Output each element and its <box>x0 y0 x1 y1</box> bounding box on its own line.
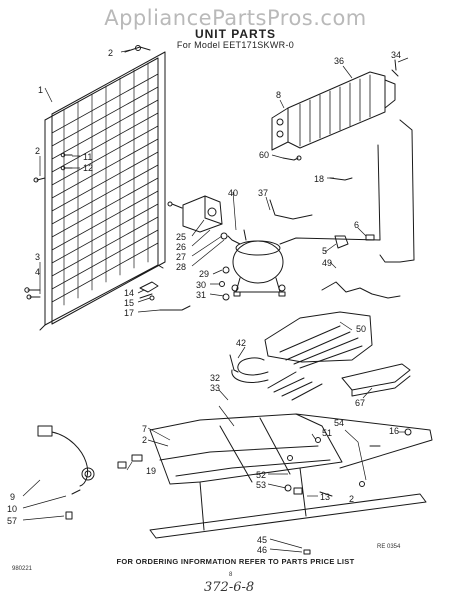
leader-lines <box>22 49 409 553</box>
compressor-grommets <box>219 232 230 301</box>
brackets-left-middle <box>139 281 191 311</box>
page-number: 8 <box>229 572 233 578</box>
callout-51: 51 <box>322 428 332 438</box>
callout-57: 57 <box>7 516 17 526</box>
callout-32: 32 <box>210 373 220 383</box>
catalog-code: 980221 <box>12 566 33 572</box>
callout-6: 6 <box>354 220 359 230</box>
callout-14: 14 <box>124 288 134 298</box>
fan-motor-assembly <box>271 59 399 151</box>
callout-3: 3 <box>35 252 40 262</box>
callout-26: 26 <box>176 242 186 252</box>
callout-29: 29 <box>199 269 209 279</box>
handwritten-note: 372-6-8 <box>204 580 255 595</box>
callout-1: 1 <box>38 85 43 95</box>
power-cord <box>37 425 95 520</box>
callout-12: 12 <box>83 163 93 173</box>
callout-7: 7 <box>142 424 147 434</box>
callout-11: 11 <box>83 152 92 162</box>
callout-31: 31 <box>196 290 206 300</box>
ordering-note: FOR ORDERING INFORMATION REFER TO PARTS … <box>116 557 355 566</box>
diagram-title: UNIT PARTS <box>194 27 277 41</box>
capillary-tube <box>269 119 415 263</box>
callout-49: 49 <box>322 258 332 268</box>
callout-9: 9 <box>10 492 15 502</box>
callout-2-frame: 2 <box>142 435 147 445</box>
base-frame <box>149 413 433 539</box>
callout-2-top: 2 <box>108 48 113 58</box>
overload-cover <box>167 195 223 233</box>
compressor <box>227 229 286 297</box>
callout-17: 17 <box>124 308 134 318</box>
callout-34: 34 <box>391 50 401 60</box>
callout-53: 53 <box>256 480 266 490</box>
callout-10: 10 <box>7 504 17 514</box>
drain-pan-heater <box>229 311 373 401</box>
callout-16: 16 <box>389 426 399 436</box>
thermostat <box>282 155 302 161</box>
callout-37: 37 <box>258 188 268 198</box>
callout-45: 45 <box>257 535 267 545</box>
callout-50: 50 <box>356 324 366 334</box>
callout-36: 36 <box>334 56 344 66</box>
callout-46: 46 <box>257 545 267 555</box>
callout-67: 67 <box>355 398 365 408</box>
callout-18: 18 <box>314 174 324 184</box>
diagram-ref-code: RE 0354 <box>377 544 401 550</box>
callout-52: 52 <box>256 470 266 480</box>
model-subtitle: For Model EET171SKWR-0 <box>176 40 295 50</box>
callout-13: 13 <box>320 492 330 502</box>
callout-42: 42 <box>236 338 246 348</box>
tube-cap <box>334 235 349 249</box>
callout-15: 15 <box>124 298 134 308</box>
condenser-coil <box>39 51 166 331</box>
tube-clip <box>365 234 375 241</box>
callout-33: 33 <box>210 383 220 393</box>
callout-60: 60 <box>259 150 269 160</box>
callout-5: 5 <box>322 246 327 256</box>
drain-tube-top <box>124 45 151 53</box>
callout-19: 19 <box>146 466 156 476</box>
drain-tube-right <box>321 281 401 299</box>
callout-8: 8 <box>276 90 281 100</box>
callout-2-left: 2 <box>35 146 40 156</box>
callout-2-right: 2 <box>349 494 354 504</box>
callout-27: 27 <box>176 252 186 262</box>
shield <box>341 363 411 397</box>
callout-28: 28 <box>176 262 186 272</box>
callout-4: 4 <box>35 267 40 277</box>
callout-40: 40 <box>228 188 238 198</box>
callout-25: 25 <box>176 232 186 242</box>
callout-30: 30 <box>196 280 206 290</box>
callout-54: 54 <box>334 418 344 428</box>
watermark-text: AppliancePartsPros.com <box>104 6 367 30</box>
screws-left <box>24 152 73 300</box>
